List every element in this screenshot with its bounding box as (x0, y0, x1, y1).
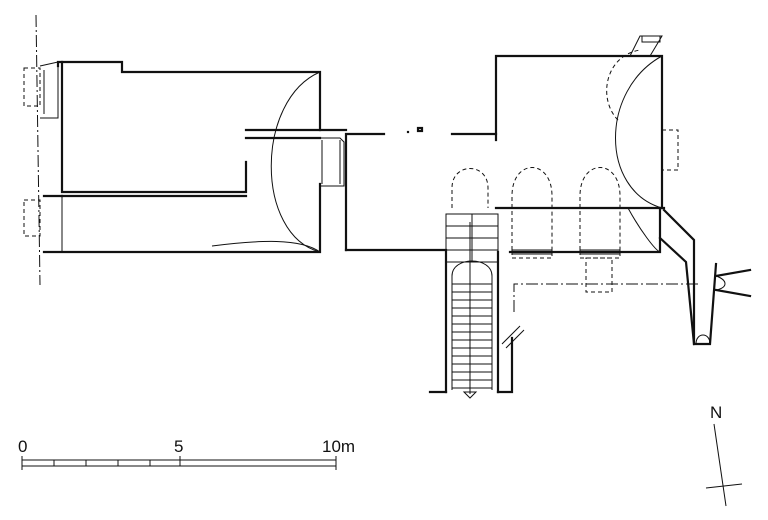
south-east-annex (658, 208, 752, 346)
axis-line (35, 14, 41, 286)
north-arrow: N (705, 403, 743, 507)
scale-bar: 0 5 10m (18, 437, 355, 470)
passage (318, 126, 498, 252)
east-building (451, 35, 700, 312)
scale-label-mid: 5 (174, 437, 183, 456)
staircase (428, 213, 525, 399)
scale-label-end: 10m (322, 437, 355, 456)
north-label: N (710, 403, 722, 422)
west-building (23, 60, 348, 254)
scale-label-start: 0 (18, 437, 27, 456)
